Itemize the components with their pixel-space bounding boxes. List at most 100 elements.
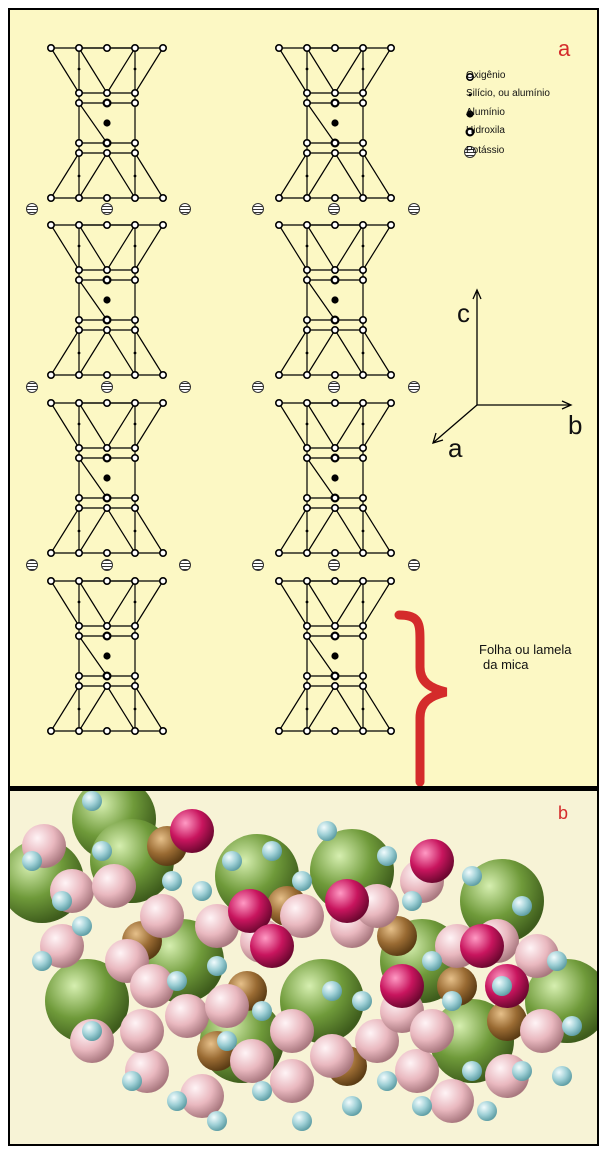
- oxygen-atom: [103, 576, 112, 585]
- oxygen-atom: [302, 325, 311, 334]
- bond-line: [78, 224, 108, 271]
- oxygen-atom: [358, 671, 367, 680]
- oxygen-atom: [103, 89, 112, 98]
- hydroxyl-atom: [102, 138, 112, 148]
- axis-c-arrowhead: [472, 288, 482, 300]
- bond-line: [306, 685, 336, 732]
- aluminium-atom: [466, 110, 474, 118]
- hydrogen-sphere: [352, 991, 372, 1011]
- oxygen-atom: [330, 325, 339, 334]
- oxygen-atom: [302, 726, 311, 735]
- hydroxyl-atom: [330, 493, 340, 503]
- oxygen-atom: [75, 453, 84, 462]
- bond-line: [334, 329, 364, 376]
- oxygen-atom: [274, 726, 283, 735]
- hydroxyl-atom: [102, 315, 112, 325]
- legend-aluminium: Alumínio: [466, 107, 505, 118]
- oxygen-atom: [386, 548, 395, 557]
- silicon-atom: [305, 67, 309, 71]
- oxygen-atom: [302, 99, 311, 108]
- oxygen-atom: [103, 503, 112, 512]
- bond-line: [106, 224, 136, 271]
- bond-line: [334, 47, 364, 94]
- hydrogen-sphere: [292, 871, 312, 891]
- hydrogen-sphere: [422, 951, 442, 971]
- oxygen-atom: [131, 398, 140, 407]
- bond-line: [278, 580, 308, 627]
- oxygen-atom: [159, 221, 168, 230]
- space-filling-molecule: [10, 791, 597, 1131]
- potassium-atom: [26, 381, 38, 393]
- bond-line: [78, 507, 108, 554]
- oxygen-sphere: [280, 894, 324, 938]
- oxygen-atom: [358, 398, 367, 407]
- oxygen-atom: [358, 621, 367, 630]
- oxygen-atom: [274, 548, 283, 557]
- bond-line: [306, 635, 336, 677]
- oxygen-atom: [131, 265, 140, 274]
- oxygen-atom: [358, 275, 367, 284]
- silicon-atom: [361, 67, 365, 71]
- oxygen-atom: [75, 194, 84, 203]
- aluminium-atom: [103, 119, 111, 127]
- oxygen-atom: [358, 576, 367, 585]
- hydrogen-sphere: [122, 1071, 142, 1091]
- bond-line: [306, 279, 336, 321]
- oxygen-atom: [131, 139, 140, 148]
- oxygen-atom: [302, 621, 311, 630]
- hydrogen-sphere: [207, 1111, 227, 1131]
- oxygen-atom: [131, 89, 140, 98]
- oxygen-atom: [358, 43, 367, 52]
- silicon-atom: [133, 707, 137, 711]
- mica-sheet-annotation-line1: Folha ou lamela: [479, 642, 572, 657]
- oxygen-atom: [302, 265, 311, 274]
- oxygen-atom: [103, 726, 112, 735]
- oxygen-atom: [103, 43, 112, 52]
- potassium-atom: [328, 559, 340, 571]
- bond-line: [50, 329, 80, 376]
- oxygen-atom: [302, 398, 311, 407]
- oxygen-atom: [131, 576, 140, 585]
- oxygen-atom: [46, 43, 55, 52]
- oxygen-atom: [75, 398, 84, 407]
- bond-line: [334, 402, 364, 449]
- oxygen-atom: [103, 443, 112, 452]
- oxygen-atom: [274, 221, 283, 230]
- bond-line: [78, 152, 108, 199]
- oxygen-atom: [302, 275, 311, 284]
- oxygen-atom: [386, 221, 395, 230]
- oxygen-atom: [274, 370, 283, 379]
- oxygen-sphere: [230, 1039, 274, 1083]
- bond-line: [306, 402, 336, 449]
- oxygen-atom: [159, 726, 168, 735]
- potassium-atom: [26, 203, 38, 215]
- oxygen-atom: [75, 503, 84, 512]
- bond-line: [306, 329, 336, 376]
- bond-line: [106, 152, 136, 199]
- bond-line: [306, 224, 336, 271]
- silicon-sphere: [377, 916, 417, 956]
- legend-potassium: Potássio: [466, 145, 505, 156]
- hydrogen-sphere: [462, 1061, 482, 1081]
- oxygen-atom: [330, 621, 339, 630]
- bond-line: [306, 580, 336, 627]
- oxygen-atom: [46, 548, 55, 557]
- silicon-atom: [305, 351, 309, 355]
- oxygen-atom: [75, 370, 84, 379]
- hydrogen-sphere: [412, 1096, 432, 1116]
- bond-line: [78, 685, 108, 732]
- silicon-atom: [77, 244, 81, 248]
- oxygen-atom: [75, 315, 84, 324]
- oxygen-atom: [131, 275, 140, 284]
- hydrogen-sphere: [512, 896, 532, 916]
- oxygen-atom: [159, 370, 168, 379]
- hydrogen-sphere: [22, 851, 42, 871]
- oxygen-atom: [46, 221, 55, 230]
- oxygen-atom: [75, 275, 84, 284]
- silicon-atom: [133, 600, 137, 604]
- legend-hydroxyl: Hidroxila: [466, 125, 505, 136]
- bond-line: [134, 507, 164, 554]
- silicon-atom: [305, 529, 309, 533]
- potassium-atom: [328, 203, 340, 215]
- bond-line: [134, 329, 164, 376]
